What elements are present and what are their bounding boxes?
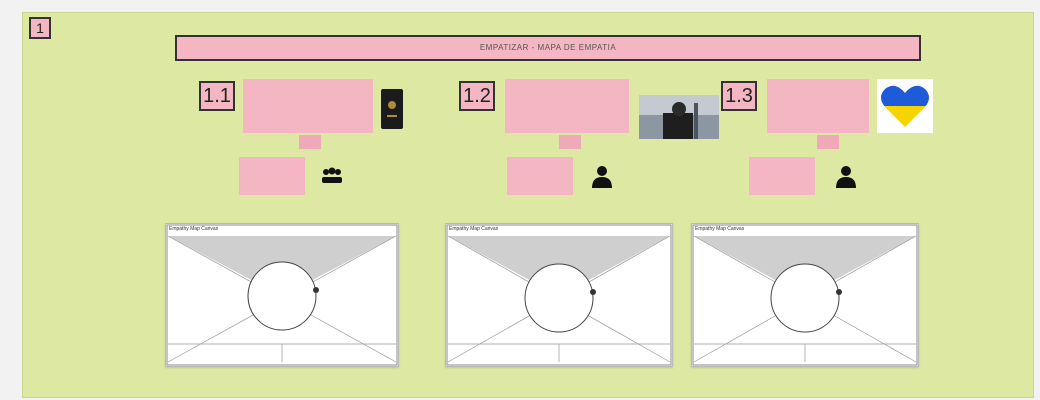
- frame-number[interactable]: 1: [29, 17, 51, 39]
- section-number[interactable]: 1.3: [721, 81, 757, 111]
- section-1-3: 1.3: [691, 73, 1021, 373]
- empathy-map-diagram: [446, 224, 672, 366]
- section-1-2: 1.2 Empathy Ma: [445, 73, 759, 373]
- sticky-note-main[interactable]: [505, 79, 629, 133]
- section-1-1: 1.1 Empathy Ma: [165, 73, 499, 373]
- empathy-map-canvas[interactable]: Empathy Map Canvas: [691, 223, 919, 367]
- empathy-map-canvas[interactable]: Empathy Map Canvas: [445, 223, 673, 367]
- sticky-note-persona[interactable]: [507, 157, 573, 195]
- empathy-map-canvas[interactable]: Empathy Map Canvas: [165, 223, 399, 367]
- empathy-map-diagram: [166, 224, 398, 366]
- person-icon: [836, 166, 856, 188]
- connector: [817, 135, 839, 149]
- title-bar[interactable]: EMPATIZAR - MAPA DE EMPATIA: [175, 35, 921, 61]
- canvas-title: Empathy Map Canvas: [695, 226, 745, 232]
- sticky-note-main[interactable]: [767, 79, 869, 133]
- canvas-title: Empathy Map Canvas: [169, 226, 219, 232]
- whiteboard-frame[interactable]: 1 EMPATIZAR - MAPA DE EMPATIA 1.1: [22, 12, 1034, 398]
- group-icon: [322, 167, 342, 183]
- connector: [299, 135, 321, 149]
- person-photo[interactable]: [639, 95, 719, 139]
- connector: [559, 135, 581, 149]
- sticky-note-persona[interactable]: [749, 157, 815, 195]
- person-icon: [592, 166, 612, 188]
- ukraine-heart-icon[interactable]: [877, 79, 933, 133]
- section-number[interactable]: 1.1: [199, 81, 235, 111]
- sticky-note-persona[interactable]: [239, 157, 305, 195]
- sticky-note-main[interactable]: [243, 79, 373, 133]
- passport-icon[interactable]: [375, 87, 409, 131]
- section-number[interactable]: 1.2: [459, 81, 495, 111]
- canvas-title: Empathy Map Canvas: [449, 226, 499, 232]
- empathy-map-diagram: [692, 224, 918, 366]
